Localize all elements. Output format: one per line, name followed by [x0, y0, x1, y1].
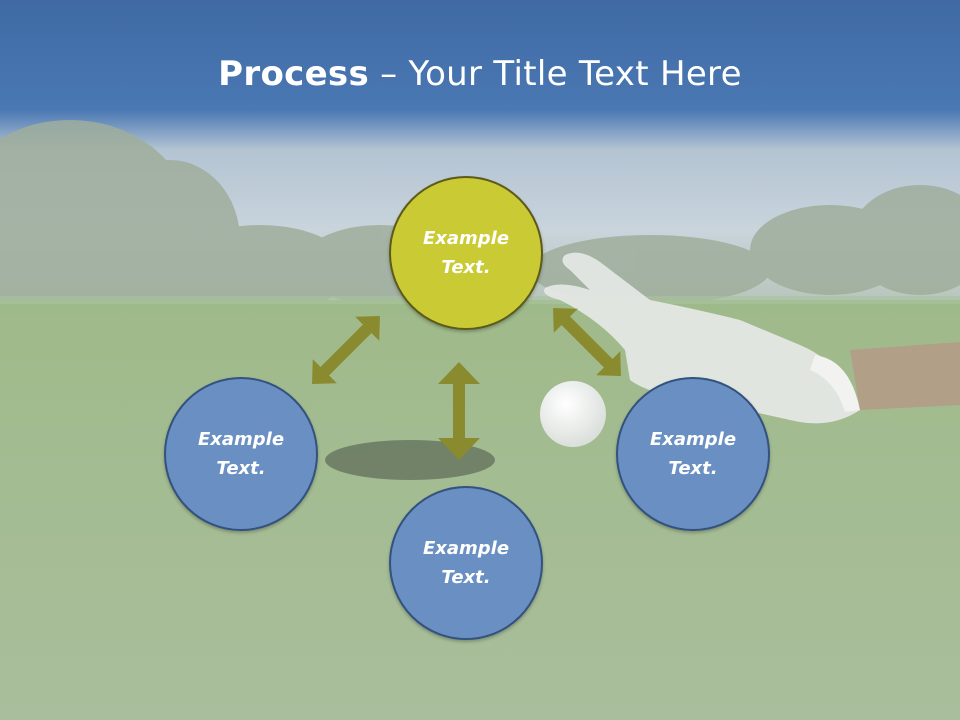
node-right-label: Example Text. [649, 429, 737, 479]
double-arrow-icon [312, 308, 621, 460]
node-top: Example Text. [389, 176, 543, 330]
slide-title: Process – Your Title Text Here [0, 52, 960, 96]
node-left-label: Example Text. [197, 429, 285, 479]
arrow-top-left [312, 316, 380, 384]
node-left: Example Text. [164, 377, 318, 531]
title-rest: – Your Title Text Here [369, 54, 742, 94]
arrow-top-bottom [438, 362, 480, 460]
node-bottom: Example Text. [389, 486, 543, 640]
title-bold: Process [218, 54, 370, 94]
arrow-top-right [553, 308, 621, 376]
node-right: Example Text. [616, 377, 770, 531]
node-bottom-label: Example Text. [422, 538, 510, 588]
node-top-label: Example Text. [422, 228, 510, 278]
